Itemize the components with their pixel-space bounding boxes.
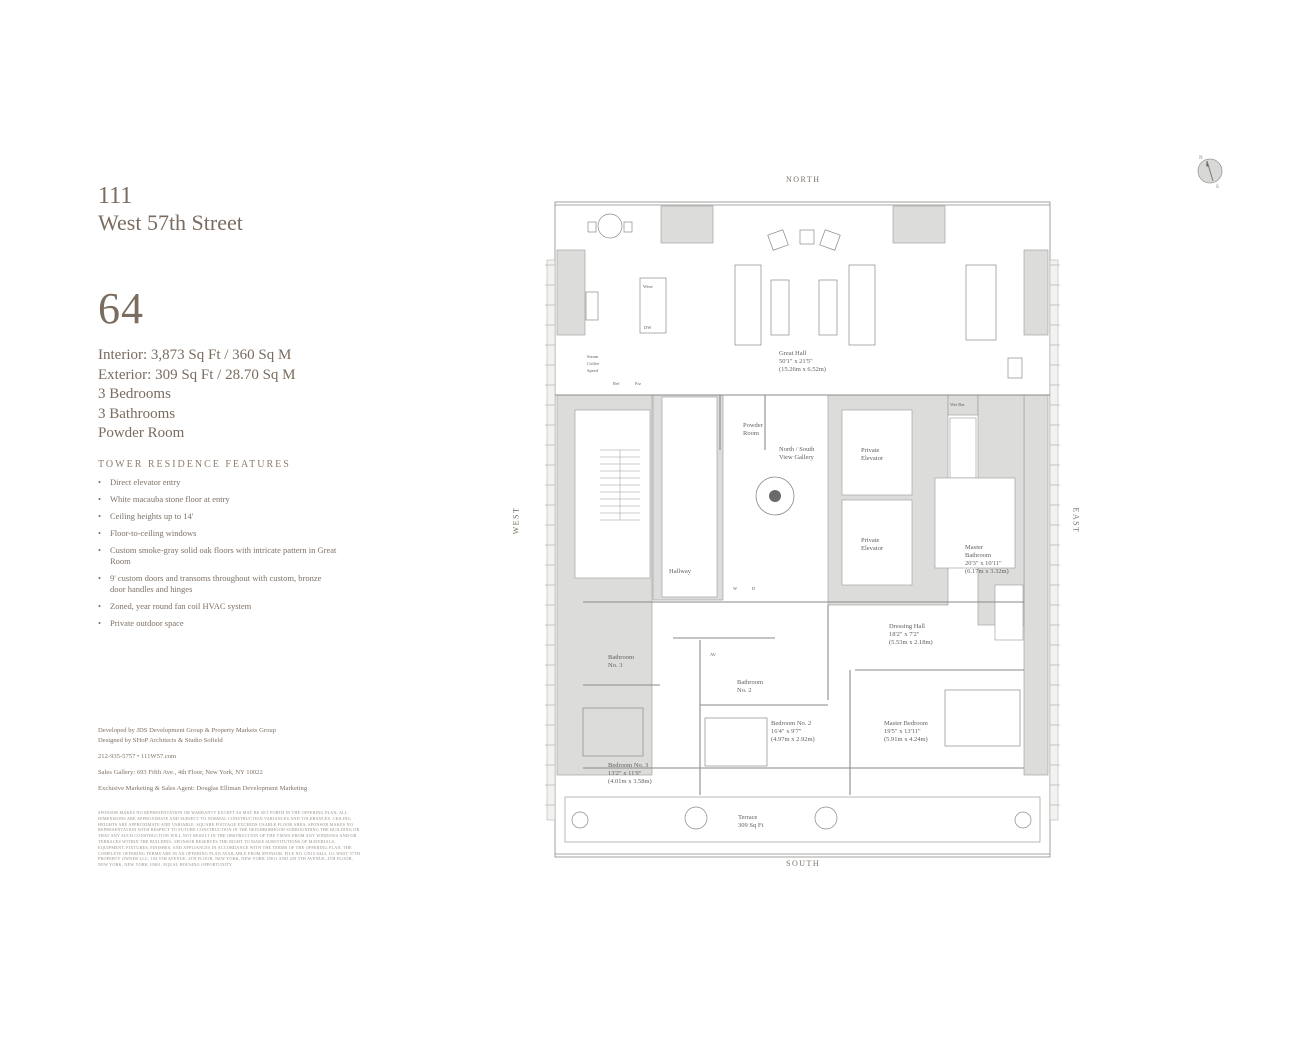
terrace-label: Terrace bbox=[738, 814, 758, 821]
east-fins-ticks bbox=[1050, 264, 1060, 806]
bathroom-3-label-2: No. 3 bbox=[608, 662, 622, 669]
bedroom-2-dim-ft: 16'4" x 9'7" bbox=[771, 728, 802, 735]
spec-exterior: Exterior: 309 Sq Ft / 28.70 Sq M bbox=[98, 366, 296, 383]
bedroom-3-dim-ft: 13'2" x 11'9" bbox=[608, 770, 642, 777]
master-bathroom-dim-m: (6.17m x 3.32m) bbox=[965, 568, 1009, 575]
dressing-hall-label: Dressing Hall bbox=[889, 623, 925, 630]
unit-number: 64 bbox=[98, 284, 144, 333]
room-labels: Great Hall 50'1" x 21'5" (15.26m x 6.52m… bbox=[608, 350, 1009, 829]
master-bathroom-dim-ft: 20'3" x 10'11" bbox=[965, 560, 1002, 567]
spec-bathrooms: 3 Bathrooms bbox=[98, 405, 176, 422]
master-bathroom-label: Master bbox=[965, 544, 984, 551]
hallway-space bbox=[661, 396, 718, 598]
feature-item: Direct elevator entry bbox=[98, 477, 338, 488]
compass-north-label: N bbox=[1199, 156, 1203, 161]
features-list: Direct elevator entry White macauba ston… bbox=[98, 477, 338, 635]
powder-room-label: Powder bbox=[743, 422, 764, 429]
private-elevator-2-cab bbox=[841, 499, 913, 586]
bedroom-2-label: Bedroom No. 2 bbox=[771, 720, 811, 727]
washer-label: W bbox=[733, 586, 738, 591]
sales-gallery: Sales Gallery: 693 Fifth Ave., 4th Floor… bbox=[98, 769, 263, 776]
bathroom-3-label: Bathroom bbox=[608, 654, 634, 661]
stair-treads bbox=[600, 449, 640, 521]
bedroom-3-dim-m: (4.01m x 3.58m) bbox=[608, 778, 652, 785]
freezer-label: Frz bbox=[635, 381, 641, 386]
bathroom-2-label-2: No. 2 bbox=[737, 687, 751, 694]
master-bedroom-label: Master Bedroom bbox=[884, 720, 928, 727]
private-elevator-1-label: Private bbox=[861, 447, 880, 454]
fixture-labels: Wine DW Steam Coffee Speed Ref Frz Wet B… bbox=[587, 284, 965, 657]
wine-label: Wine bbox=[643, 284, 653, 289]
floor-plan: Great Hall 50'1" x 21'5" (15.26m x 6.52m… bbox=[545, 201, 1060, 858]
bathroom-2-label: Bathroom bbox=[737, 679, 763, 686]
dishwasher-label: DW bbox=[644, 325, 652, 330]
master-bedroom-dim-m: (5.91m x 4.24m) bbox=[884, 736, 928, 743]
steam-label: Steam bbox=[587, 354, 599, 359]
terrace-area: 309 Sq Ft bbox=[738, 822, 763, 829]
great-hall-dim-m: (15.26m x 6.52m) bbox=[779, 366, 826, 373]
sales-agent: Exclusive Marketing & Sales Agent: Dougl… bbox=[98, 785, 308, 792]
unit-specs: Interior: 3,873 Sq Ft / 360 Sq M Exterio… bbox=[98, 346, 296, 444]
terrace bbox=[564, 796, 1041, 843]
compass-south-label: S bbox=[1216, 185, 1219, 189]
east-facade-fins bbox=[1049, 259, 1059, 821]
gallery-table bbox=[755, 476, 795, 516]
master-bedroom-dim-ft: 19'5" x 13'11" bbox=[884, 728, 921, 735]
refrigerator-label: Ref bbox=[613, 381, 620, 386]
building-number: 111 bbox=[98, 183, 133, 209]
bedroom-2-dim-m: (4.97m x 2.92m) bbox=[771, 736, 815, 743]
private-elevator-1-cab bbox=[841, 409, 913, 496]
developer-credit: Developed by JDS Development Group & Pro… bbox=[98, 727, 276, 734]
feature-item: Floor-to-ceiling windows bbox=[98, 528, 338, 539]
speed-label: Speed bbox=[587, 368, 599, 373]
designer-credit: Designed by SHoP Architects & Studio Sof… bbox=[98, 737, 223, 744]
av-label: AV bbox=[710, 652, 717, 657]
great-hall-furniture bbox=[585, 213, 1023, 379]
master-bathroom-space bbox=[934, 477, 1016, 569]
hallway-label: Hallway bbox=[669, 568, 692, 575]
west-fins-ticks bbox=[545, 264, 555, 806]
interior-walls bbox=[555, 394, 1050, 795]
east-label: EAST bbox=[1071, 507, 1081, 534]
dryer-label: D bbox=[752, 586, 756, 591]
private-elevator-2-label: Private bbox=[861, 537, 880, 544]
dressing-hall-dim-m: (5.53m x 2.18m) bbox=[889, 639, 933, 646]
feature-item: Ceiling heights up to 14' bbox=[98, 511, 338, 522]
stair-core bbox=[574, 409, 651, 579]
feature-item: 9' custom doors and transoms throughout … bbox=[98, 573, 338, 595]
spec-powder-room: Powder Room bbox=[98, 425, 185, 441]
spec-bedrooms: 3 Bedrooms bbox=[98, 386, 171, 402]
feature-item: White macauba stone floor at entry bbox=[98, 494, 338, 505]
legal-disclaimer: SPONSOR MAKES NO REPRESENTATION OR WARRA… bbox=[98, 810, 361, 868]
bedroom-3-label: Bedroom No. 3 bbox=[608, 762, 648, 769]
coffee-label: Coffee bbox=[587, 361, 599, 366]
feature-item: Custom smoke-gray solid oak floors with … bbox=[98, 545, 338, 567]
master-bathroom-label-2: Bathroom bbox=[965, 552, 991, 559]
south-label: SOUTH bbox=[786, 859, 821, 868]
spec-interior: Interior: 3,873 Sq Ft / 360 Sq M bbox=[98, 347, 292, 363]
wet-bar-label: Wet Bar bbox=[950, 402, 965, 407]
gallery-label: North / South bbox=[779, 446, 815, 453]
powder-room-label-2: Room bbox=[743, 430, 759, 437]
great-hall-dim-ft: 50'1" x 21'5" bbox=[779, 358, 813, 365]
west-label: WEST bbox=[511, 506, 521, 535]
private-elevator-1-label-2: Elevator bbox=[861, 455, 884, 462]
private-elevator-2-label-2: Elevator bbox=[861, 545, 884, 552]
gallery-label-2: View Gallery bbox=[779, 454, 815, 461]
beds bbox=[582, 689, 1021, 767]
feature-item: Zoned, year round fan coil HVAC system bbox=[98, 601, 338, 612]
compass-icon: N S bbox=[1197, 156, 1223, 189]
dressing-hall-dim-ft: 18'2" x 7'2" bbox=[889, 631, 920, 638]
features-heading: TOWER RESIDENCE FEATURES bbox=[98, 459, 291, 470]
feature-item: Private outdoor space bbox=[98, 618, 338, 629]
north-label: NORTH bbox=[786, 175, 821, 184]
contact-info: 212-935-5757 • 111W57.com bbox=[98, 753, 177, 760]
credits: Developed by JDS Development Group & Pro… bbox=[98, 726, 338, 794]
building-street: West 57th Street bbox=[98, 210, 243, 235]
west-facade-fins bbox=[546, 259, 556, 821]
great-hall-label: Great Hall bbox=[779, 350, 806, 357]
